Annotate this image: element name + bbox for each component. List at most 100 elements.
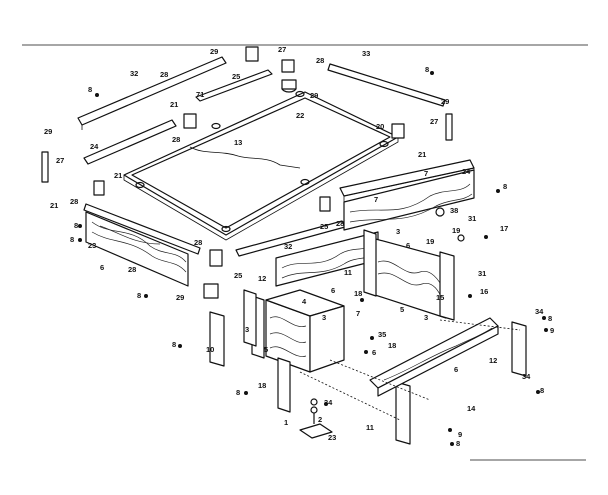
part-callout: 28 xyxy=(316,56,324,65)
part-callout: 25 xyxy=(320,222,328,231)
part-callout: 34 xyxy=(324,398,333,407)
part-callout: 8 xyxy=(137,291,141,300)
part-callout: 21 xyxy=(114,171,122,180)
part-callout: 29 xyxy=(441,97,449,106)
part-callout: 4 xyxy=(302,297,307,306)
part-callout: 29 xyxy=(44,127,52,136)
part-callout: 8 xyxy=(503,182,507,191)
part-callout: 35 xyxy=(378,330,386,339)
part-callout: 8 xyxy=(70,235,74,244)
apron-right xyxy=(343,169,475,231)
part-callout: 14 xyxy=(467,404,476,413)
part-callout: 7 xyxy=(356,309,360,318)
leveler-foot xyxy=(299,423,333,439)
part-callout: 7 xyxy=(424,169,428,178)
part-callout: 8 xyxy=(548,314,552,323)
part-callout: 8 xyxy=(236,388,240,397)
rail-back-right xyxy=(327,63,446,107)
base-apron-back xyxy=(275,231,379,287)
washer xyxy=(310,398,318,406)
rail-back-left xyxy=(77,56,227,126)
part-callout: 6 xyxy=(331,286,335,295)
fasteners xyxy=(78,71,548,446)
part-callout: 13 xyxy=(234,138,242,147)
part-callout: 16 xyxy=(480,287,488,296)
part-callout: 28 xyxy=(336,219,344,228)
part-callout: 21 xyxy=(170,100,178,109)
pocket-cup xyxy=(391,123,405,139)
part-callout: 18 xyxy=(388,341,396,350)
part-callout: 28 xyxy=(128,265,136,274)
part-callout: 7 xyxy=(374,195,378,204)
part-callout: 9 xyxy=(458,430,462,439)
part-callout: 38 xyxy=(450,206,458,215)
base-corner-post xyxy=(363,229,377,297)
part-callout: 5 xyxy=(400,305,404,314)
pocket-hole xyxy=(135,181,145,189)
rail-left xyxy=(83,119,177,165)
part-callout: 27 xyxy=(430,117,438,126)
part-callout: 11 xyxy=(344,268,352,277)
part-callout: 32 xyxy=(284,242,292,251)
part-callout: 31 xyxy=(468,214,476,223)
leg-post-12 xyxy=(243,289,257,347)
part-callout: 25 xyxy=(232,72,240,81)
part-callout: 28 xyxy=(172,135,180,144)
part-callout: 3 xyxy=(396,227,400,236)
part-callout: 19 xyxy=(426,237,434,246)
leg-post-10 xyxy=(209,311,225,367)
base-corner-post xyxy=(439,251,455,321)
side-bracket xyxy=(445,113,453,141)
part-callout: 3 xyxy=(245,325,249,334)
part-callout: 5 xyxy=(264,345,268,354)
table-top-assembly xyxy=(41,46,475,299)
part-callout: 21 xyxy=(418,150,426,159)
part-callout: 12 xyxy=(258,274,266,283)
part-callout: 8 xyxy=(88,85,92,94)
leg-post-18 xyxy=(277,357,291,413)
part-callout: 18 xyxy=(258,381,266,390)
part-callout: 8 xyxy=(172,340,176,349)
part-callout: 27 xyxy=(56,156,64,165)
part-callout: 24 xyxy=(90,142,99,151)
part-callout: 24 xyxy=(462,167,471,176)
part-callout: 8 xyxy=(456,439,460,448)
pocket-hole xyxy=(221,225,231,233)
part-callout: 22 xyxy=(296,111,304,120)
pocket-cup xyxy=(93,180,105,196)
part-callout: 34 xyxy=(522,372,531,381)
part-callout: 6 xyxy=(100,263,104,272)
leg-post-12-right xyxy=(511,321,527,377)
part-callout: 28 xyxy=(194,238,202,247)
part-callout: 6 xyxy=(372,348,376,357)
bed-seam xyxy=(189,146,301,169)
pocket-cup xyxy=(319,196,331,212)
part-callout: 21 xyxy=(50,201,58,210)
part-callout: 32 xyxy=(130,69,138,78)
part-callout: 17 xyxy=(500,224,508,233)
corner-cap xyxy=(203,283,219,299)
part-callout: 29 xyxy=(310,91,318,100)
part-callout: 8 xyxy=(540,386,544,395)
part-callout: 8 xyxy=(425,65,429,74)
base-assembly xyxy=(209,229,527,445)
pocket-hole xyxy=(211,122,221,130)
stretcher-long xyxy=(369,317,499,389)
part-callout: 28 xyxy=(70,197,78,206)
pocket-hole xyxy=(379,140,389,148)
part-callout: 15 xyxy=(436,293,444,302)
part-callout: 3 xyxy=(424,313,428,322)
part-callout: 6 xyxy=(454,365,458,374)
part-callout: 25 xyxy=(234,271,242,280)
part-callout: 29 xyxy=(176,293,184,302)
corner-cap xyxy=(245,46,259,62)
pocket-cup xyxy=(209,249,223,267)
part-callout: 23 xyxy=(88,241,96,250)
part-callout: 18 xyxy=(354,289,362,298)
side-bracket xyxy=(41,151,49,183)
part-callout: 9 xyxy=(550,326,554,335)
part-callout: 34 xyxy=(535,307,544,316)
part-callout: 8 xyxy=(74,221,78,230)
